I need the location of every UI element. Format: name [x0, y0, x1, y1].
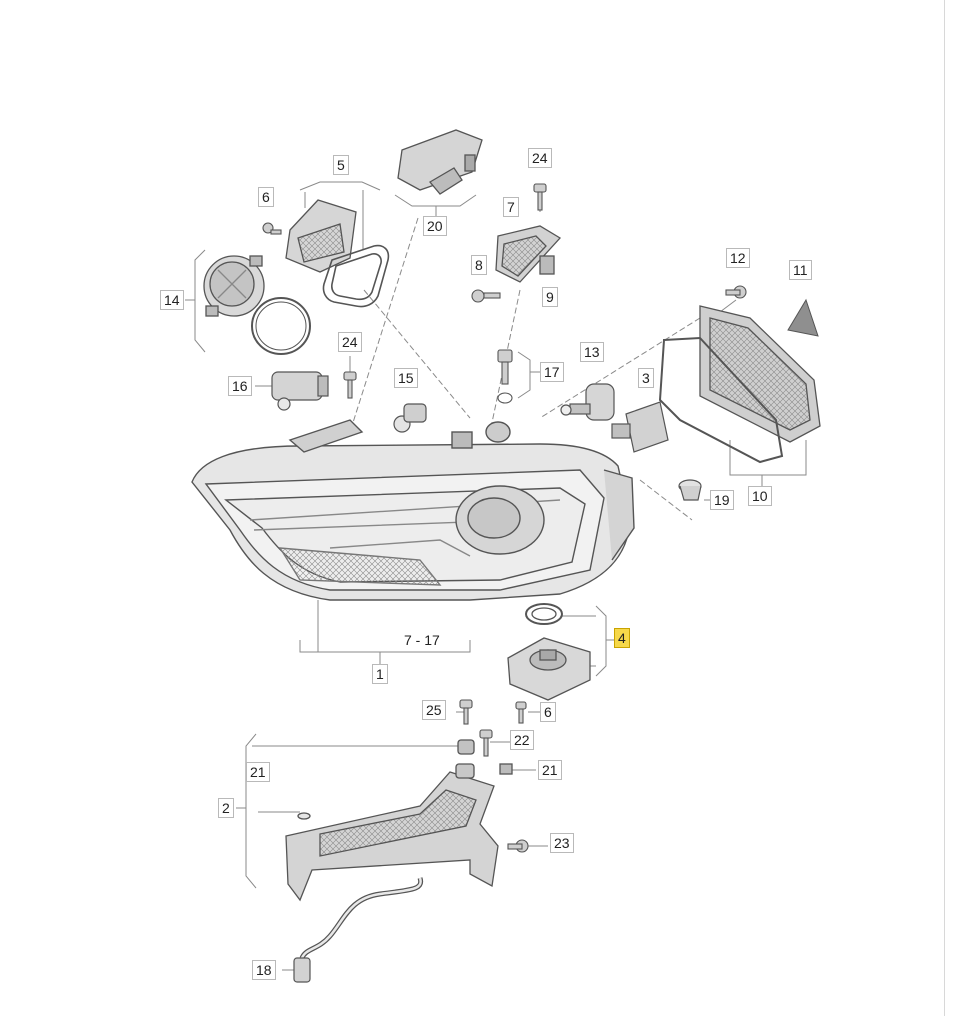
callout-13[interactable]: 13	[580, 342, 604, 362]
leader-lines	[185, 181, 807, 971]
part-5-control-module	[285, 199, 357, 273]
callout-1[interactable]: 1	[372, 664, 388, 684]
screws	[262, 183, 747, 853]
callout-21-upper[interactable]: 21	[246, 762, 270, 782]
callout-23[interactable]: 23	[550, 833, 574, 853]
part-4-ballast-unit	[507, 603, 591, 701]
callout-12[interactable]: 12	[726, 248, 750, 268]
callout-24-top[interactable]: 24	[528, 148, 552, 168]
callout-18[interactable]: 18	[252, 960, 276, 980]
part-10-seal	[658, 336, 784, 464]
callout-20[interactable]: 20	[423, 216, 447, 236]
part-15-bulb	[393, 403, 427, 433]
page-edge-divider	[944, 0, 945, 1016]
part-3-adjuster-motor	[611, 401, 669, 453]
part-2-lower-carrier	[285, 739, 513, 902]
part-16-bulb	[271, 371, 329, 411]
part-7-bracket	[495, 225, 562, 283]
callout-21-right[interactable]: 21	[538, 760, 562, 780]
callout-15[interactable]: 15	[394, 368, 418, 388]
callout-4-highlighted[interactable]: 4	[614, 628, 630, 648]
callout-6-top[interactable]: 6	[258, 187, 274, 207]
callout-3[interactable]: 3	[638, 368, 654, 388]
callout-17[interactable]: 17	[540, 362, 564, 382]
part-13-actuator	[560, 383, 615, 421]
callout-range-7-17: 7 - 17	[404, 632, 440, 648]
callout-19[interactable]: 19	[710, 490, 734, 510]
callout-6-lower[interactable]: 6	[540, 702, 556, 722]
callout-10[interactable]: 10	[748, 486, 772, 506]
part-20-mounting-plate	[397, 129, 483, 195]
callout-11[interactable]: 11	[789, 260, 812, 280]
part-19-cap	[678, 479, 702, 501]
part-14-o-ring	[251, 297, 311, 355]
callout-22[interactable]: 22	[510, 730, 534, 750]
callout-25[interactable]: 25	[422, 700, 446, 720]
callout-2[interactable]: 2	[218, 798, 234, 818]
callout-24-lower[interactable]: 24	[338, 332, 362, 352]
headlamp-housing	[191, 419, 635, 601]
seal-gasket	[322, 244, 390, 308]
callout-7[interactable]: 7	[503, 197, 519, 217]
callout-8[interactable]: 8	[471, 255, 487, 275]
part-14-cap	[203, 255, 265, 317]
part-11-warning-label	[787, 298, 819, 337]
part-18-sensor-cable	[293, 877, 424, 983]
callout-16[interactable]: 16	[228, 376, 252, 396]
callout-14[interactable]: 14	[160, 290, 184, 310]
callout-5[interactable]: 5	[333, 155, 349, 175]
part-10-rear-cover	[699, 305, 821, 443]
callout-9[interactable]: 9	[542, 287, 558, 307]
